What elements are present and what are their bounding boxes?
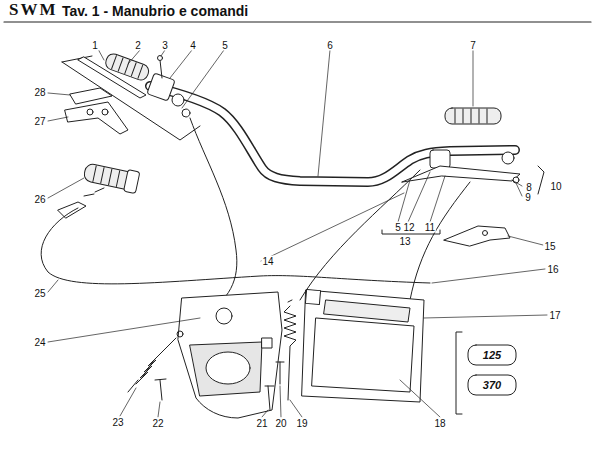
callout-number: 13 xyxy=(398,236,411,247)
callout-number: 18 xyxy=(433,418,446,429)
callout-number: 22 xyxy=(151,418,164,429)
callout-number: 1 xyxy=(91,40,99,51)
callout-number: 12 xyxy=(402,222,415,233)
decal-text: 125 xyxy=(482,350,502,361)
callout-number: 3 xyxy=(161,40,169,51)
callout-number: 10 xyxy=(549,181,562,192)
callout-number: 25 xyxy=(33,288,46,299)
decal-text: 370 xyxy=(482,380,502,391)
callout-number: 19 xyxy=(295,418,308,429)
callout-number: 7 xyxy=(469,40,477,51)
callout-number: 21 xyxy=(255,418,268,429)
callout-number: 16 xyxy=(546,264,559,275)
callout-number: 14 xyxy=(261,256,274,267)
callout-number: 6 xyxy=(326,40,334,51)
callout-number: 26 xyxy=(33,194,46,205)
callout-number: 5 xyxy=(221,40,229,51)
callout-number: 5 xyxy=(394,222,402,233)
callout-number: 11 xyxy=(424,222,436,233)
brand-logo: SWM xyxy=(8,4,59,15)
plate-title: Tav. 1 - Manubrio e comandi xyxy=(62,3,248,19)
callout-number: 23 xyxy=(111,417,124,428)
callout-number: 15 xyxy=(543,241,556,252)
callout-number: 28 xyxy=(33,87,46,98)
callout-number: 24 xyxy=(33,337,46,348)
callout-number: 17 xyxy=(548,310,561,321)
callout-number: 27 xyxy=(33,116,46,127)
callout-number: 4 xyxy=(189,40,197,51)
callout-number: 20 xyxy=(274,418,287,429)
callout-number: 9 xyxy=(524,192,532,203)
callout-number: 2 xyxy=(134,40,142,51)
